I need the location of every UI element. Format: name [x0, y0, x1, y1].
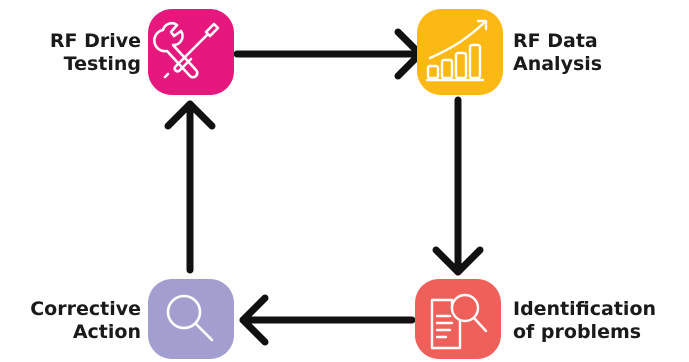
node-rf-drive-testing — [148, 9, 234, 95]
label-rf-drive-testing-line2: Testing — [63, 53, 141, 75]
arrow-corrective-action-to-drive-testing — [164, 100, 216, 274]
document-search-icon — [430, 293, 488, 350]
label-corrective-action-line1: Corrective — [30, 298, 141, 320]
label-corrective-action: Corrective Action — [30, 298, 141, 344]
label-identification-line1: Identification — [513, 298, 657, 320]
corrective-action-tile — [148, 279, 234, 359]
label-corrective-action-line2: Action — [72, 321, 141, 343]
label-rf-drive-testing-line1: RF Drive — [49, 30, 141, 52]
label-rf-data-analysis-line1: RF Data — [513, 30, 598, 52]
label-rf-data-analysis: RF Data Analysis — [513, 30, 602, 76]
flow-arrows — [164, 28, 484, 346]
arrow-drive-testing-to-data-analysis — [233, 28, 424, 80]
label-identification-of-problems: Identification of problems — [513, 298, 656, 344]
arrow-identification-to-corrective-action — [239, 294, 416, 346]
arrow-data-analysis-to-identification — [432, 96, 484, 276]
label-rf-data-analysis-line2: Analysis — [513, 53, 603, 75]
node-identification-of-problems — [415, 279, 501, 359]
rising-bar-chart-icon — [425, 19, 488, 82]
node-corrective-action — [148, 279, 234, 359]
label-identification-line2: of problems — [513, 321, 642, 343]
label-rf-drive-testing: RF Drive Testing — [50, 30, 141, 76]
wrench-screwdriver-icon — [153, 22, 220, 79]
node-rf-data-analysis — [417, 9, 503, 95]
magnifier-icon — [166, 294, 214, 342]
